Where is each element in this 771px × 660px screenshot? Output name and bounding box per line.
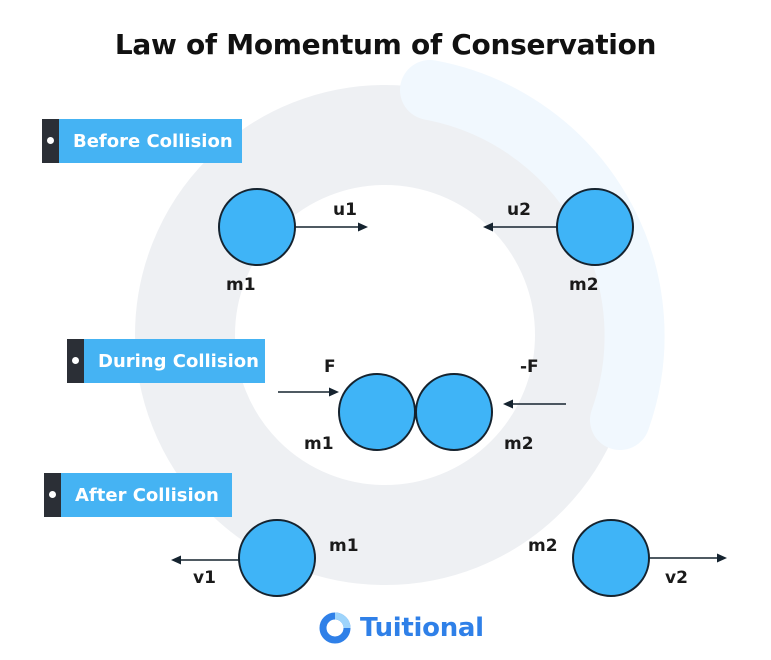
tag-bullet-icon — [47, 137, 54, 144]
arrowhead-before-u1 — [358, 222, 368, 232]
label-velocity-u2: u2 — [507, 200, 531, 220]
label-force-minus-f: -F — [520, 357, 539, 377]
label-mass-before-m2: m2 — [569, 275, 599, 295]
label-force-f: F — [324, 357, 336, 377]
ball-before-m2 — [556, 188, 634, 266]
tag-band: After Collision — [61, 473, 232, 517]
brand-logo: Tuitional — [318, 608, 484, 648]
arrowhead-after-v1 — [171, 555, 181, 565]
page-title: Law of Momentum of Conservation — [114, 28, 657, 61]
brand-name: Tuitional — [360, 613, 484, 643]
ball-during-m2 — [415, 373, 493, 451]
label-velocity-v1: v1 — [193, 568, 216, 588]
tag-bullet-icon — [49, 491, 56, 498]
tag-tab — [44, 473, 61, 517]
arrowhead-before-u2 — [483, 222, 493, 232]
tag-tab — [42, 119, 59, 163]
label-mass-during-m2: m2 — [504, 434, 534, 454]
label-mass-after-m2: m2 — [528, 536, 558, 556]
tag-tab — [67, 339, 84, 383]
tag-during-collision: During Collision — [67, 339, 265, 383]
label-velocity-u1: u1 — [333, 200, 357, 220]
tag-band: During Collision — [84, 339, 265, 383]
tag-band: Before Collision — [59, 119, 242, 163]
label-mass-after-m1: m1 — [329, 536, 359, 556]
tag-bullet-icon — [72, 357, 79, 364]
label-mass-before-m1: m1 — [226, 275, 256, 295]
ball-after-m1 — [238, 519, 316, 597]
label-velocity-v2: v2 — [665, 568, 688, 588]
arrowhead-after-v2 — [717, 553, 727, 563]
arrowhead-during-force-minus-f — [503, 399, 513, 409]
ring-logo-icon — [319, 612, 351, 644]
ball-during-m1 — [338, 373, 416, 451]
arrowhead-during-force-f — [329, 387, 339, 397]
ball-before-m1 — [218, 188, 296, 266]
label-mass-during-m1: m1 — [304, 434, 334, 454]
ball-after-m2 — [572, 519, 650, 597]
tag-before-collision: Before Collision — [42, 119, 242, 163]
background-ring — [135, 85, 635, 585]
tag-after-collision: After Collision — [44, 473, 232, 517]
